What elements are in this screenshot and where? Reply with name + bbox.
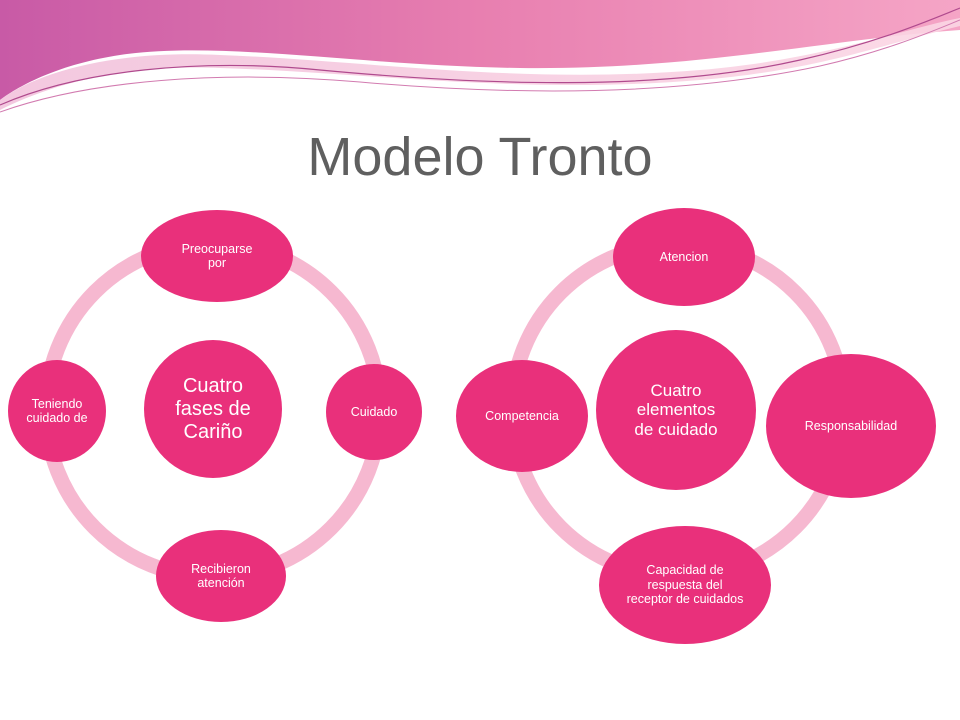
header-wave-banner (0, 0, 960, 113)
right-cycle-node-responsabilidad: Responsabilidad (766, 354, 936, 498)
left-cycle-center: Cuatro fases de Cariño (144, 340, 282, 478)
right-cycle-center: Cuatro elementos de cuidado (596, 330, 756, 490)
left-cycle-node-cuidado: Cuidado (326, 364, 422, 460)
right-cycle-node-competencia: Competencia (456, 360, 588, 472)
left-cycle-node-preocuparse: Preocuparse por (141, 210, 293, 302)
slide-title: Modelo Tronto (307, 127, 653, 187)
right-cycle-node-capacidad: Capacidad de respuesta del receptor de c… (599, 526, 771, 644)
left-cycle-node-recibieron: Recibieron atención (156, 530, 286, 622)
left-cycle-node-teniendo: Teniendo cuidado de (8, 360, 106, 462)
right-cycle-node-atencion: Atencion (613, 208, 755, 306)
